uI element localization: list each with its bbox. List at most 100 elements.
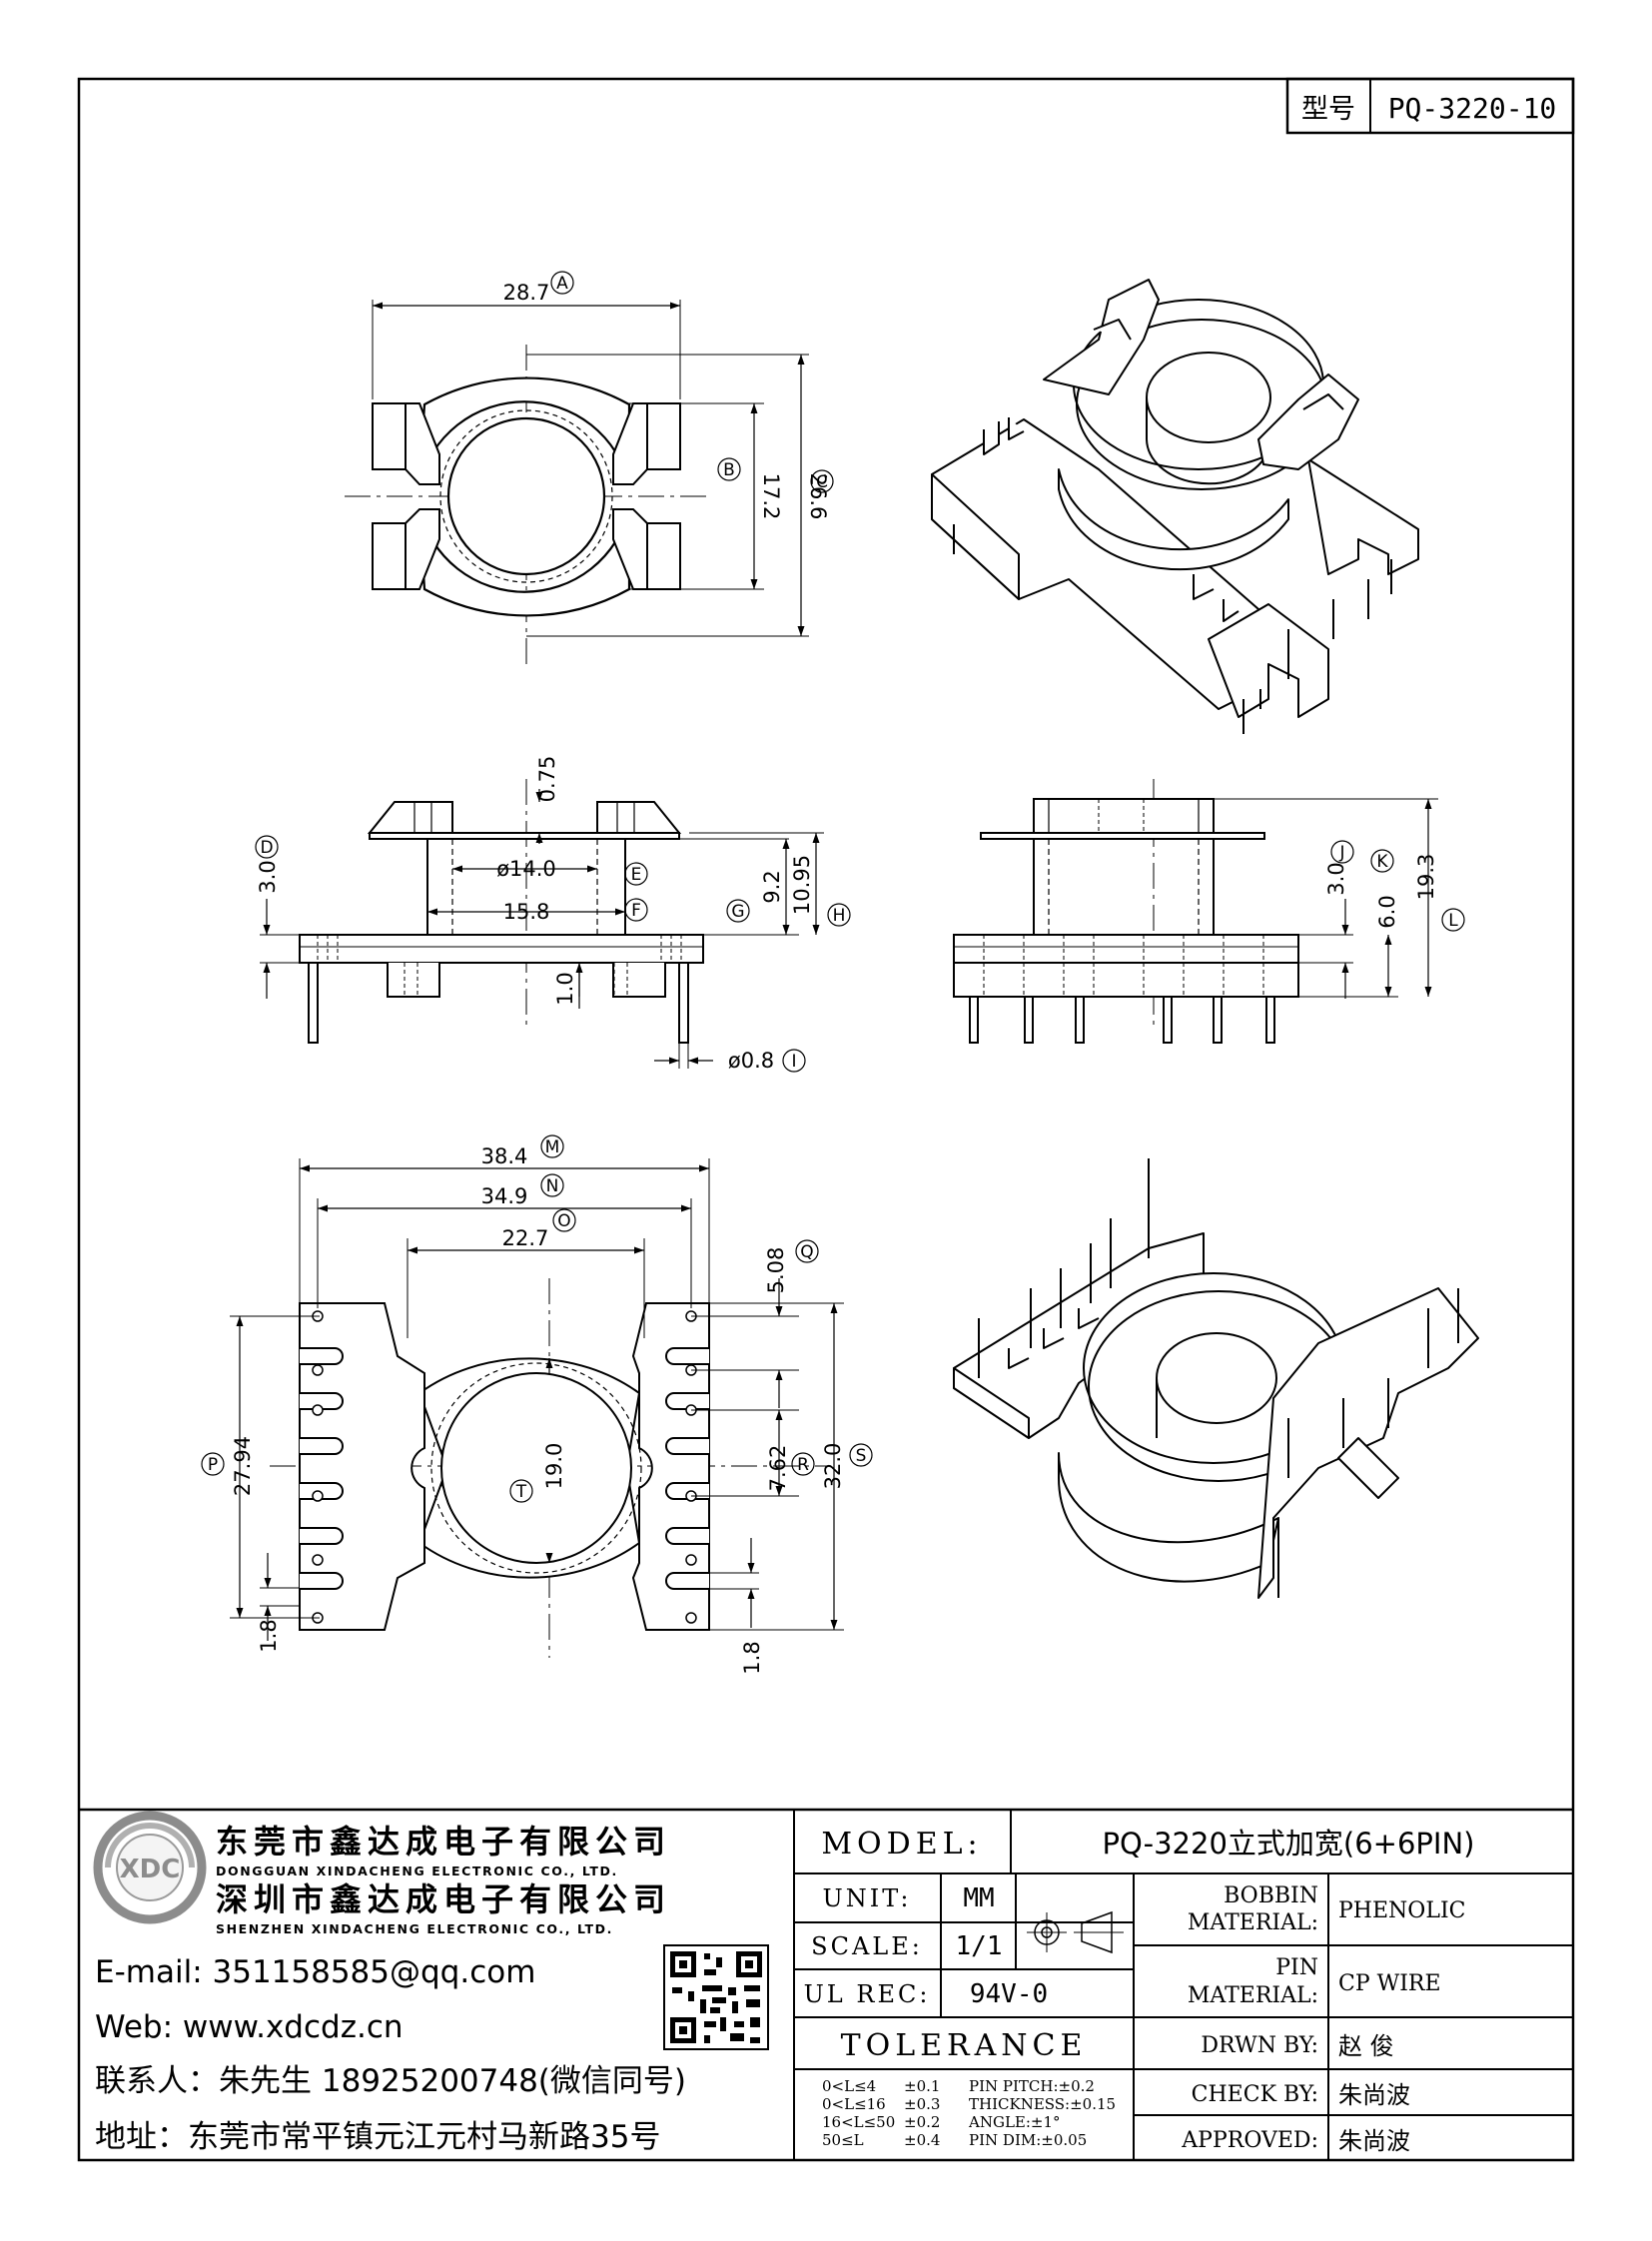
tag-f-circle bbox=[624, 898, 648, 922]
tag-k-label: K bbox=[1376, 852, 1388, 872]
tag-a-circle bbox=[550, 271, 574, 295]
tag-g-circle bbox=[726, 899, 750, 923]
side-view-left bbox=[260, 779, 824, 1069]
tol-range: 0<L≤4 bbox=[822, 2077, 876, 2095]
tag-c-label: C bbox=[816, 472, 828, 492]
tol-extra: ANGLE:±1° bbox=[968, 2113, 1061, 2131]
dim-f-value: 15.8 bbox=[503, 900, 550, 924]
tag-p-label: P bbox=[208, 1455, 218, 1475]
company-logo: XDC bbox=[93, 1811, 207, 1924]
dim-d-value: 3.0 bbox=[256, 860, 280, 893]
tag-g-label: G bbox=[731, 902, 744, 922]
tol-range: 0<L≤16 bbox=[822, 2095, 886, 2113]
tag-r-circle bbox=[791, 1452, 815, 1476]
dim-b-value: 17.2 bbox=[759, 473, 783, 520]
tol-value: ±0.2 bbox=[904, 2113, 940, 2131]
company-name-dongguan-en: DONGGUAN XINDACHENG ELECTRONIC CO., LTD. bbox=[216, 1864, 618, 1878]
tag-i-label: I bbox=[791, 1052, 796, 1072]
qr-code bbox=[663, 1944, 769, 2050]
tag-n-label: N bbox=[546, 1176, 559, 1196]
tol-value: ±0.3 bbox=[904, 2095, 940, 2113]
ulrec-value: 94V-0 bbox=[970, 1979, 1048, 2009]
approved-label: APPROVED: bbox=[1181, 2128, 1318, 2153]
tol-extra: THICKNESS:±0.15 bbox=[969, 2095, 1116, 2113]
tag-f-label: F bbox=[631, 901, 641, 921]
company-name-shenzhen: 深圳市鑫达成电子有限公司 bbox=[216, 1880, 671, 1918]
tolerance-table: 0<L≤4 ±0.1 PIN PITCH:±0.2 0<L≤16 ±0.3 TH… bbox=[822, 2077, 1116, 2149]
tol-value: ±0.4 bbox=[904, 2131, 940, 2149]
dim-a-value: 28.7 bbox=[503, 281, 550, 305]
tag-o-label: O bbox=[557, 1211, 570, 1231]
tag-a-label: A bbox=[556, 274, 568, 294]
tag-k-circle bbox=[1370, 849, 1394, 873]
drawn-value: 赵 俊 bbox=[1338, 2032, 1394, 2060]
tol-value: ±0.1 bbox=[904, 2077, 940, 2095]
side-view-right-labels: 3.0 J 6.0 K 19.3 L bbox=[1324, 840, 1465, 932]
logo-text: XDC bbox=[120, 1855, 181, 1884]
header-model-box: 型号 PQ-3220-10 bbox=[1285, 77, 1575, 135]
bottom-view bbox=[230, 1158, 844, 1658]
tol-range: 16<L≤50 bbox=[822, 2113, 895, 2131]
tag-e-circle bbox=[624, 862, 648, 886]
header-model-value: PQ-3220-10 bbox=[1388, 92, 1557, 125]
ulrec-label: UL REC: bbox=[804, 1980, 931, 2008]
check-value: 朱尚波 bbox=[1338, 2081, 1410, 2109]
tag-e-label: E bbox=[631, 865, 642, 885]
tag-c-circle bbox=[810, 469, 834, 493]
tag-d-circle bbox=[255, 835, 279, 859]
tol-extra: PIN PITCH:±0.2 bbox=[969, 2077, 1095, 2095]
dim-c-value: 26.6 bbox=[806, 473, 830, 520]
bobbin-label-line2: MATERIAL: bbox=[1188, 1910, 1318, 1935]
sheet-border bbox=[77, 77, 1575, 2162]
model-label: MODEL: bbox=[821, 1827, 982, 1862]
dim-g-value: 9.2 bbox=[760, 870, 784, 903]
tag-o-circle bbox=[552, 1208, 576, 1232]
company-block: XDC 东莞市鑫达成电子有限公司 DONGGUAN XINDACHENG ELE… bbox=[93, 1811, 769, 2155]
tag-n-circle bbox=[540, 1173, 564, 1197]
isometric-view-top bbox=[931, 279, 1419, 734]
dim-075-value: 0.75 bbox=[535, 756, 559, 803]
dim-s-value: 32.0 bbox=[821, 1443, 845, 1490]
header-model-label: 型号 bbox=[1301, 94, 1355, 125]
tag-t-label: T bbox=[515, 1482, 527, 1502]
tol-extra: PIN DIM:±0.05 bbox=[969, 2131, 1087, 2149]
dim-j-value: 3.0 bbox=[1324, 862, 1348, 895]
tol-range: 50≤L bbox=[822, 2131, 864, 2149]
dim-i-value: ø0.8 bbox=[728, 1049, 774, 1073]
tag-t-circle bbox=[509, 1479, 533, 1503]
top-view-labels: 28.7 A 17.2 B 26.6 C bbox=[503, 271, 834, 520]
title-block bbox=[79, 1808, 1573, 2160]
pin-value: CP WIRE bbox=[1338, 1971, 1441, 1996]
tolerance-label: TOLERANCE bbox=[841, 2028, 1088, 2063]
model-value: PQ-3220立式加宽(6+6PIN) bbox=[1103, 1827, 1475, 1861]
pin-label-line2: MATERIAL: bbox=[1188, 1983, 1318, 2008]
dim-pin-len-value: 1.0 bbox=[553, 972, 577, 1005]
isometric-view-bottom bbox=[953, 1158, 1479, 1599]
tag-l-circle bbox=[1441, 908, 1465, 932]
tag-s-label: S bbox=[856, 1446, 867, 1466]
dim-k-value: 6.0 bbox=[1375, 895, 1399, 928]
dim-q-value: 5.08 bbox=[764, 1247, 788, 1294]
company-name-dongguan: 东莞市鑫达成电子有限公司 bbox=[216, 1823, 671, 1861]
tag-d-label: D bbox=[260, 838, 273, 858]
drawn-label: DRWN BY: bbox=[1201, 2033, 1318, 2058]
company-address: 地址：东莞市常平镇元江元村马新路35号 bbox=[95, 2119, 660, 2155]
unit-value: MM bbox=[963, 1883, 994, 1913]
tag-j-circle bbox=[1330, 840, 1354, 864]
tag-i-circle bbox=[782, 1049, 806, 1073]
dim-e-value: ø14.0 bbox=[496, 857, 556, 881]
company-email: E-mail: 351158585@qq.com bbox=[95, 1954, 535, 1990]
tag-r-label: R bbox=[797, 1455, 809, 1475]
top-view bbox=[345, 300, 809, 664]
company-web: Web: www.xdcdz.cn bbox=[95, 2009, 404, 2045]
dim-m-value: 38.4 bbox=[481, 1144, 528, 1168]
bobbin-value: PHENOLIC bbox=[1338, 1898, 1465, 1923]
approved-value: 朱尚波 bbox=[1338, 2127, 1410, 2155]
dim-right-small-value: 1.8 bbox=[740, 1641, 764, 1674]
tag-h-circle bbox=[827, 903, 851, 927]
unit-label: UNIT: bbox=[823, 1884, 912, 1912]
scale-value: 1/1 bbox=[956, 1931, 1003, 1961]
dim-p-value: 27.94 bbox=[231, 1436, 255, 1496]
dim-left-small-value: 1.8 bbox=[257, 1619, 281, 1652]
